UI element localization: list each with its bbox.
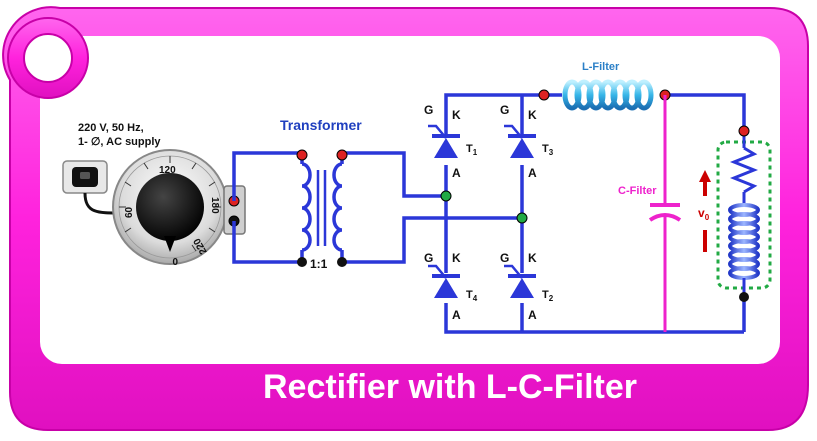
transformer-secondary-dot-bottom <box>337 257 347 267</box>
thyristor-t1: G K A T1 <box>424 103 478 180</box>
thyristor-cathode-label: K <box>452 108 461 122</box>
thyristor-name: T4 <box>466 289 478 303</box>
variac-dial[interactable]: 120 60 180 0 220 <box>112 149 228 266</box>
thyristor-cathode-label: K <box>452 251 461 265</box>
dial-pointer <box>164 236 176 252</box>
banner-title: Rectifier with L-C-Filter <box>263 368 637 406</box>
thyristor-t2: G K A T2 <box>500 251 554 322</box>
transformer-label: Transformer <box>280 117 362 133</box>
dial-knob[interactable] <box>136 173 204 241</box>
dial-tick-label: 120 <box>159 165 176 176</box>
transformer-ratio: 1:1 <box>310 257 328 271</box>
l-filter-label: L-Filter <box>582 61 620 73</box>
load-node-bottom <box>739 292 749 302</box>
load-inductor <box>728 203 760 280</box>
transformer-secondary-dot-top <box>336 149 348 161</box>
c-filter-label: C-Filter <box>618 185 657 197</box>
load-node-top <box>738 125 750 137</box>
thyristor-name: T2 <box>542 289 554 303</box>
dial-tick-label: 60 <box>124 206 135 218</box>
transformer-primary-dot-bottom <box>297 257 307 267</box>
dial-ticks <box>119 156 221 252</box>
bridge-node-right <box>516 212 528 224</box>
thyristor-gate-label: G <box>500 103 509 117</box>
thyristor-cathode-label: K <box>528 108 537 122</box>
thyristor-name: T3 <box>542 143 554 157</box>
output-voltage-label: v0 <box>698 206 710 222</box>
thyristor-name: T1 <box>466 143 478 157</box>
dial-tick-label: 180 <box>209 197 220 214</box>
thyristor-anode-label: A <box>528 308 537 322</box>
bridge-node-top <box>538 89 550 101</box>
thyristor-anode-label: A <box>452 166 461 180</box>
supply-label-line1: 220 V, 50 Hz, <box>78 122 144 134</box>
thyristor-t4: G K A T4 <box>424 251 478 322</box>
supply-label-line2: 1- ∅, AC supply <box>78 136 161 148</box>
thyristor-gate-label: G <box>424 251 433 265</box>
thyristor-gate-label: G <box>500 251 509 265</box>
thyristor-t3: G K A T3 <box>500 103 554 180</box>
c-filter-capacitor <box>648 95 682 332</box>
l-filter-inductor <box>562 79 660 111</box>
thyristor-cathode-label: K <box>528 251 537 265</box>
output-voltage-arrow-icon <box>699 170 711 252</box>
transformer-primary-dot-top <box>296 149 308 161</box>
thyristor-gate-label: G <box>424 103 433 117</box>
bridge-node-left <box>440 190 452 202</box>
thyristor-anode-label: A <box>528 166 537 180</box>
wall-socket-icon <box>62 160 108 194</box>
thyristor-anode-label: A <box>452 308 461 322</box>
dial-tick-label: 0 <box>172 255 178 266</box>
